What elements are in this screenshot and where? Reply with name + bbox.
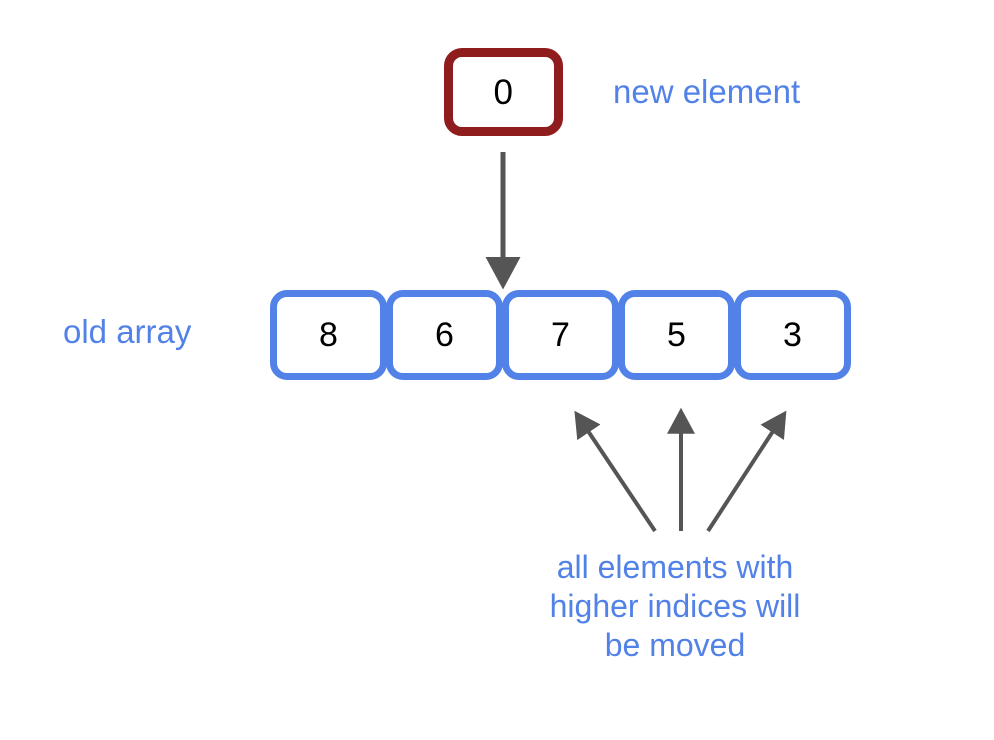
old-array-row: 8 6 7 5 3 — [270, 290, 851, 380]
array-cell-value: 6 — [435, 316, 454, 354]
array-cell: 5 — [618, 290, 735, 380]
array-cell-value: 5 — [667, 316, 686, 354]
shift-arrow-right — [706, 410, 787, 533]
array-cell: 7 — [502, 290, 619, 380]
caption-line: higher indices will — [549, 588, 801, 624]
new-element-value: 0 — [493, 72, 514, 112]
caption-line: all elements with — [556, 549, 794, 585]
shift-caption: all elements with higher indices will be… — [495, 548, 855, 665]
caption-line: be moved — [604, 627, 746, 663]
old-array-label: old array — [63, 313, 192, 350]
new-element-label: new element — [613, 73, 801, 110]
array-cell: 3 — [734, 290, 851, 380]
shift-arrow-left — [574, 410, 657, 533]
array-cell: 6 — [386, 290, 503, 380]
array-cell: 8 — [270, 290, 387, 380]
new-element-box: 0 — [444, 48, 563, 136]
array-cell-value: 7 — [551, 316, 570, 354]
array-cell-value: 3 — [783, 316, 802, 354]
array-cell-value: 8 — [319, 316, 338, 354]
